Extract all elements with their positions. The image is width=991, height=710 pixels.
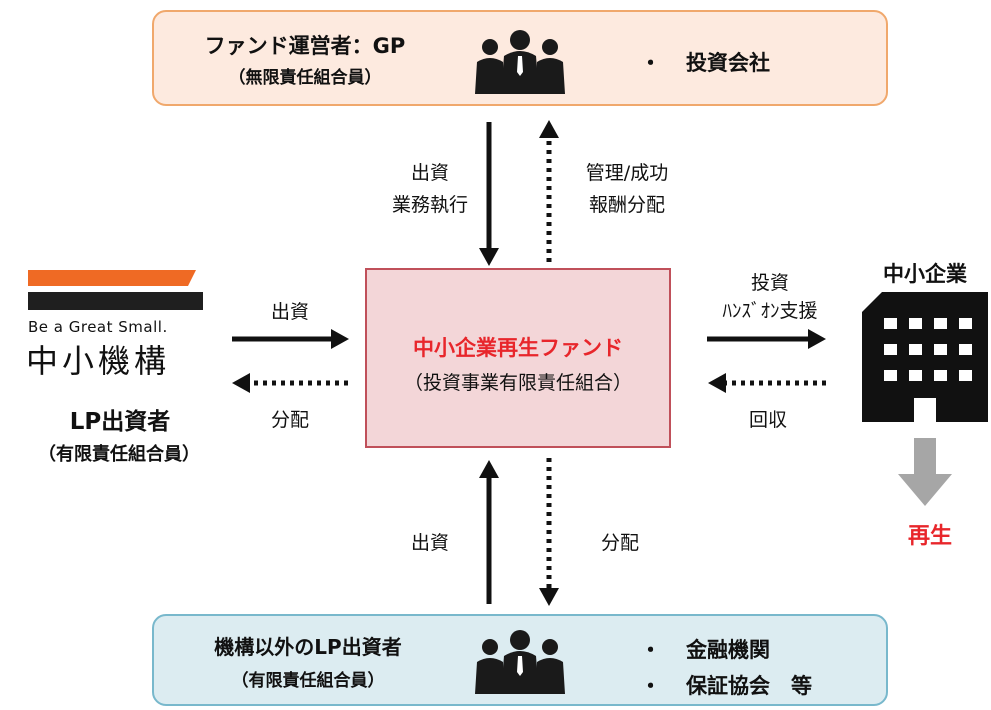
flow-label-lp-invest: 出資 — [270, 301, 309, 323]
office-building-icon — [862, 292, 988, 422]
company-label: 中小企業 — [883, 262, 967, 286]
gp-title: ファンド運営者：GP — [204, 34, 406, 58]
gp-subtitle: （無限責任組合員） — [228, 68, 382, 88]
flow-label-lp-distribution: 分配 — [270, 409, 309, 431]
flow-label-reward-2: 報酬分配 — [588, 194, 665, 216]
fund-subtitle: （投資事業有限責任組合） — [403, 372, 632, 394]
logo-tagline: Be a Great Small. — [28, 318, 168, 336]
flow-label-company-1: 投資 — [750, 272, 789, 294]
logo-name: 中小機構 — [26, 342, 171, 380]
flow-label-invest-top-2: 業務執行 — [391, 194, 468, 216]
organization-logo-stripes — [28, 270, 203, 310]
lp-others-title: 機構以外のLP出資者 — [214, 635, 402, 659]
group-of-people-icon — [475, 30, 565, 94]
lp-others-member-2: 保証協会 等 — [686, 674, 812, 698]
lp-others-bullet-1: ・ — [640, 638, 661, 662]
gp-member: 投資会社 — [686, 51, 770, 75]
regeneration-arrow — [898, 438, 952, 506]
group-of-people-icon — [475, 630, 565, 694]
flow-label-reward-1: 管理/成功 — [585, 162, 669, 184]
fund-title: 中小企業再生ファンド — [413, 336, 623, 360]
lp-subtitle: （有限責任組合員） — [38, 444, 200, 465]
gp-bullet-marker: ・ — [640, 51, 661, 75]
lp-others-subtitle: （有限責任組合員） — [231, 671, 385, 691]
flow-label-company-2: ﾊﾝｽﾞｵﾝ支援 — [722, 300, 818, 322]
flow-label-recovery: 回収 — [748, 409, 787, 431]
fund-box — [365, 268, 671, 448]
flow-label-invest-bottom: 出資 — [410, 532, 449, 554]
lp-others-bullet-2: ・ — [640, 674, 661, 698]
lp-others-member-1: 金融機関 — [686, 638, 770, 662]
flow-label-distribution-bottom: 分配 — [600, 532, 639, 554]
flow-label-invest-top-1: 出資 — [410, 162, 449, 184]
result-label: 再生 — [907, 524, 952, 549]
lp-title: LP出資者 — [69, 409, 171, 435]
